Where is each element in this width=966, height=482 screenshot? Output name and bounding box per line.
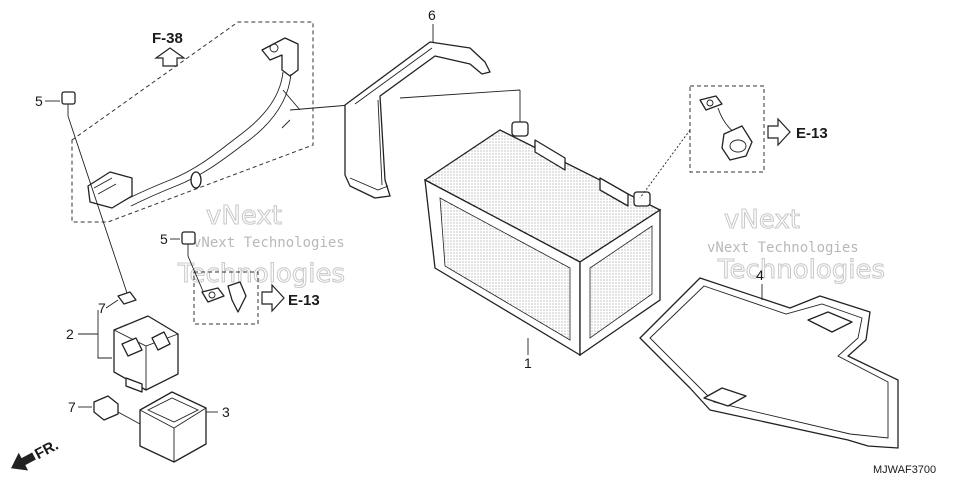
right-arrow-icon <box>767 117 791 147</box>
callout-5-middle: 5 <box>160 231 168 247</box>
f38-label: F-38 <box>152 30 183 47</box>
watermark-left-outline-2: Technologies <box>177 259 345 289</box>
battery-cable-assembly <box>87 37 301 209</box>
e13-right-reference: E-13 <box>767 117 828 147</box>
bolt-5-middle: 5 <box>160 231 196 256</box>
callout-6: 6 <box>428 7 436 23</box>
callout-2: 2 <box>66 326 74 342</box>
front-arrow-icon <box>11 452 36 471</box>
callout-3: 3 <box>222 404 230 420</box>
relay-cover: 3 <box>139 391 230 463</box>
front-label: FR. <box>32 437 61 463</box>
terminal-left <box>201 281 247 313</box>
drawing-code: MJWAF3700 <box>873 464 936 476</box>
battery-mat: 4 <box>639 267 899 449</box>
callout-7-upper: 7 <box>98 300 106 316</box>
cable-group-frame <box>71 21 314 223</box>
battery-band: 6 <box>344 7 491 199</box>
callout-1: 1 <box>524 355 532 371</box>
callout-4: 4 <box>756 267 764 283</box>
up-arrow-icon <box>154 47 186 67</box>
watermark-left: vNext Technologies vNext Technologies <box>177 201 346 290</box>
e13-left-reference: E-13 <box>261 283 320 313</box>
e13-left-label: E-13 <box>288 292 320 309</box>
battery: 1 <box>423 121 662 371</box>
terminal-right <box>699 95 753 161</box>
bolt-5-top: 5 <box>35 91 76 116</box>
fuse-7-upper: 7 <box>98 291 137 316</box>
e13-right-frame <box>689 85 765 173</box>
e13-right-label: E-13 <box>796 125 828 142</box>
callout-7-lower: 7 <box>68 399 76 415</box>
fuse-7-lower: 7 <box>68 395 119 421</box>
callout-5-top: 5 <box>35 93 43 109</box>
watermark-right-text: vNext Technologies <box>707 240 859 256</box>
e13-left-frame <box>193 271 259 325</box>
watermark-right-outline-2: Technologies <box>717 255 885 285</box>
front-direction-indicator: FR. <box>11 437 61 471</box>
right-arrow-icon-2 <box>261 283 285 313</box>
f38-reference: F-38 <box>152 30 186 67</box>
watermark-left-text: vNext Technologies <box>193 235 345 251</box>
watermark-right-outline: vNext <box>724 205 800 235</box>
starter-relay: 2 <box>66 310 179 393</box>
watermark-right: vNext Technologies vNext Technologies <box>707 205 886 286</box>
watermark-left-outline: vNext <box>206 201 282 231</box>
